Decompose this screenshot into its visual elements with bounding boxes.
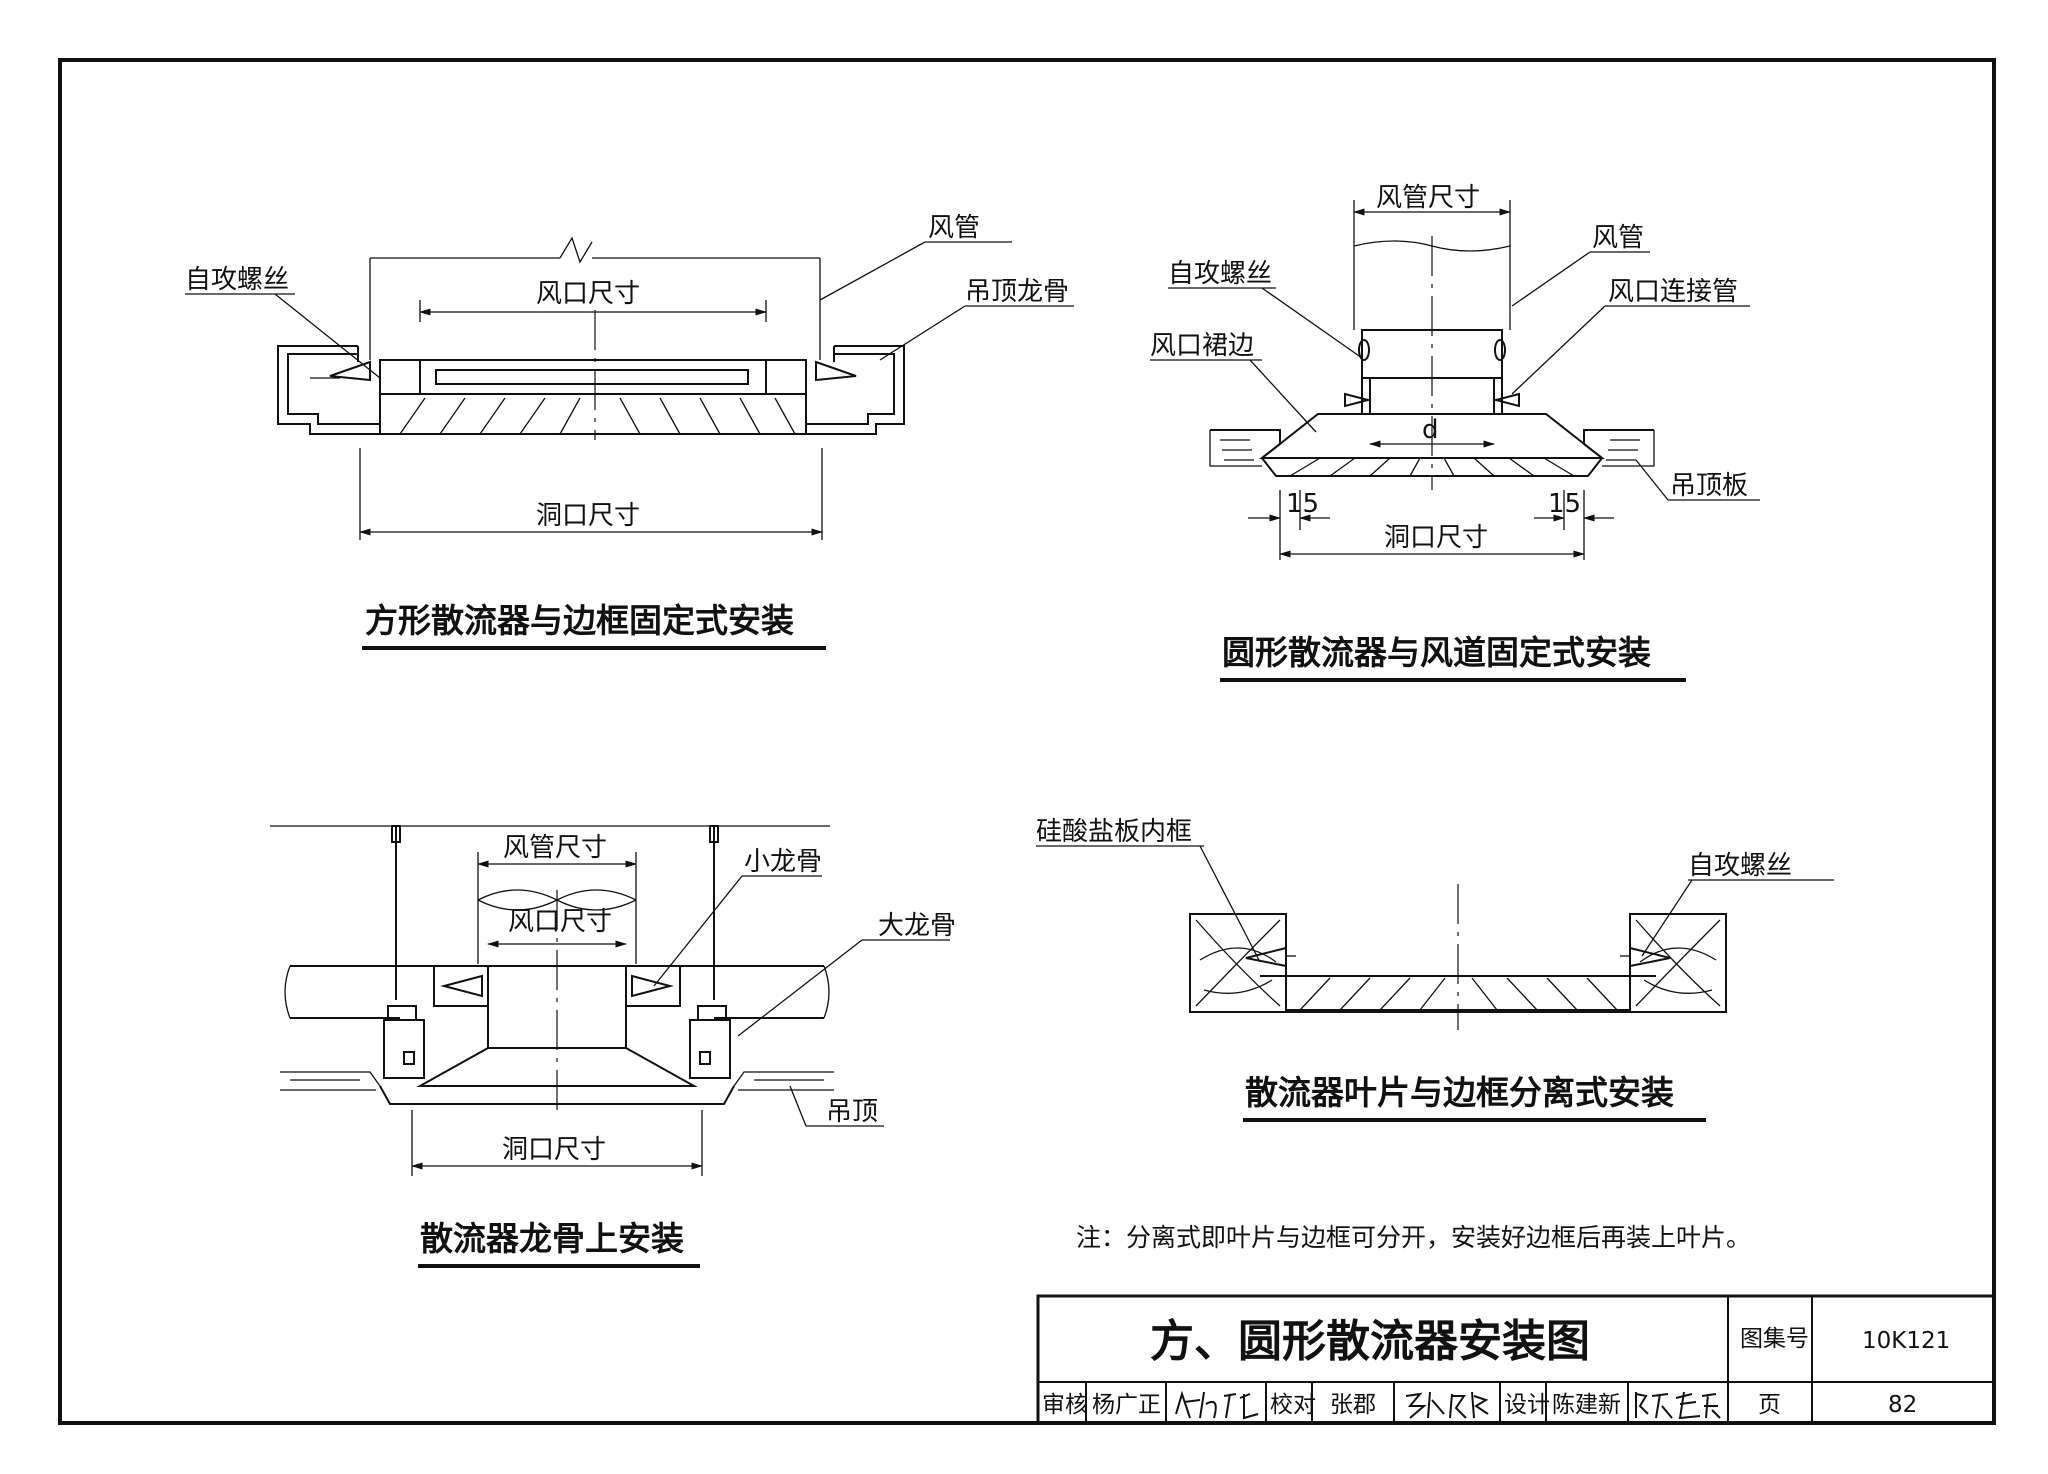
- label-opening-size: 洞口尺寸: [1384, 523, 1488, 553]
- label-ceiling: 吊顶: [826, 1097, 878, 1127]
- label-self-tapping-screw: 自攻螺丝: [1168, 259, 1272, 289]
- checker-name: 张郡: [1330, 1392, 1376, 1418]
- reviewer-signature: [1175, 1390, 1259, 1420]
- diagram-round-duct: 风管尺寸 自攻螺丝 风管 风口连接管 风口裙边 d 吊顶板 15 15 洞口尺寸…: [1150, 183, 1760, 682]
- label-main-keel: 大龙骨: [878, 911, 956, 941]
- label-small-keel: 小龙骨: [744, 847, 822, 877]
- caption-separate: 散流器叶片与边框分离式安装: [1245, 1073, 1674, 1112]
- label-outlet-size: 风口尺寸: [536, 279, 640, 309]
- label-duct: 风管: [928, 213, 980, 243]
- review-label: 审核: [1042, 1392, 1088, 1418]
- caption-round-duct: 圆形散流器与风道固定式安装: [1222, 633, 1651, 672]
- label-duct: 风管: [1592, 223, 1644, 253]
- label-opening-size: 洞口尺寸: [502, 1135, 606, 1165]
- page-number: 82: [1888, 1392, 1917, 1418]
- label-duct-size: 风管尺寸: [503, 833, 607, 863]
- label-ceiling-board: 吊顶板: [1670, 471, 1748, 501]
- atlas-label: 图集号: [1740, 1326, 1809, 1352]
- drawing-title: 方、圆形散流器安装图: [1150, 1316, 1590, 1367]
- label-outlet-size: 风口尺寸: [508, 907, 612, 937]
- caption-square-fixed: 方形散流器与边框固定式安装: [365, 601, 794, 640]
- reviewer-name: 杨广正: [1092, 1392, 1161, 1418]
- label-inner-frame: 硅酸盐板内框: [1036, 817, 1192, 847]
- label-skirt: 风口裙边: [1150, 331, 1254, 361]
- drawing-border: [58, 58, 1996, 1425]
- diagram-square-fixed: 自攻螺丝 风管 吊顶龙骨 风口尺寸 洞口尺寸 方形散流器与边框固定式安装: [185, 213, 1074, 650]
- diagram-keel-mount: 风管尺寸 小龙骨 风口尺寸 大龙骨 吊顶 洞口尺寸 散流器龙骨上安装: [270, 825, 956, 1268]
- caption-keel-mount: 散流器龙骨上安装: [420, 1219, 684, 1258]
- label-dim-15-right: 15: [1548, 489, 1581, 519]
- label-opening-size: 洞口尺寸: [536, 501, 640, 531]
- checker-signature: [1405, 1391, 1489, 1419]
- label-connector-pipe: 风口连接管: [1608, 277, 1738, 307]
- note-text: 注：分离式即叶片与边框可分开，安装好边框后再装上叶片。: [1076, 1223, 1751, 1252]
- label-self-tapping-screw: 自攻螺丝: [1688, 851, 1792, 881]
- designer-name: 陈建新: [1552, 1392, 1621, 1418]
- label-d: d: [1422, 415, 1439, 445]
- label-ceiling-keel: 吊顶龙骨: [965, 277, 1069, 307]
- designer-signature: [1635, 1391, 1721, 1420]
- label-duct-size: 风管尺寸: [1376, 183, 1480, 213]
- check-label: 校对: [1270, 1392, 1316, 1418]
- atlas-number: 10K121: [1862, 1328, 1950, 1354]
- title-block: 方、圆形散流器安装图 图集号 10K121 审核 杨广正 校对 张郡 设计 陈建…: [1036, 1294, 1996, 1425]
- label-self-tapping-screw: 自攻螺丝: [185, 265, 289, 295]
- diagram-separate: 硅酸盐板内框 自攻螺丝 散流器叶片与边框分离式安装: [1036, 817, 1834, 1122]
- label-dim-15-left: 15: [1286, 489, 1319, 519]
- page-label: 页: [1758, 1392, 1781, 1418]
- design-label: 设计: [1504, 1392, 1550, 1418]
